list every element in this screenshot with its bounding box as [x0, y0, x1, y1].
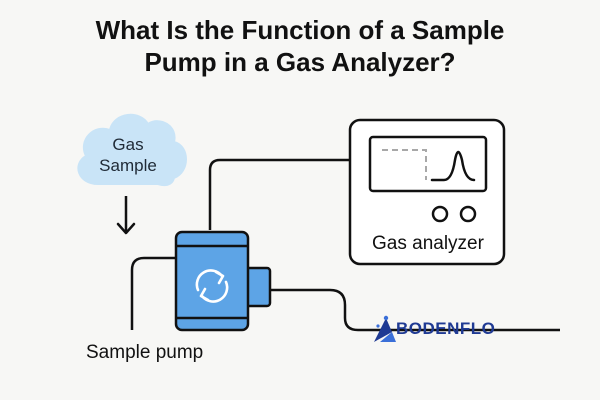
gas-analyzer-label: Gas analyzer — [372, 233, 484, 254]
gas-sample-cloud — [77, 114, 187, 187]
pump-to-analyzer-pipe — [208, 158, 350, 230]
gas-analyzer — [348, 118, 506, 266]
inlet-pipe — [130, 256, 176, 330]
outlet-pipe — [270, 288, 560, 332]
title-line-2: Pump in a Gas Analyzer? — [144, 47, 456, 77]
refresh-icon — [195, 269, 229, 303]
page-title: What Is the Function of a Sample Pump in… — [0, 14, 600, 78]
analyzer-screen — [368, 135, 488, 193]
arrow-down-icon — [116, 196, 136, 235]
analyzer-knob-right[interactable] — [459, 205, 477, 223]
brand-name: BODENFLO — [396, 319, 496, 338]
analyzer-knob-left[interactable] — [431, 205, 449, 223]
sample-pump-label: Sample pump — [86, 342, 204, 363]
bodenflo-logo-icon — [374, 315, 396, 342]
pump-body — [174, 230, 250, 332]
baseline-dashed — [382, 149, 427, 180]
signal-peak-icon — [430, 150, 476, 182]
gas-sample-label: Gas Sample — [78, 134, 178, 176]
gas-sample-line-1: Gas — [112, 135, 144, 154]
gas-sample-line-2: Sample — [99, 156, 157, 175]
cloud-shape — [77, 114, 187, 187]
brand-logo: BODENFLO — [394, 316, 495, 342]
title-line-1: What Is the Function of a Sample — [95, 15, 505, 45]
sample-pump — [174, 230, 250, 332]
